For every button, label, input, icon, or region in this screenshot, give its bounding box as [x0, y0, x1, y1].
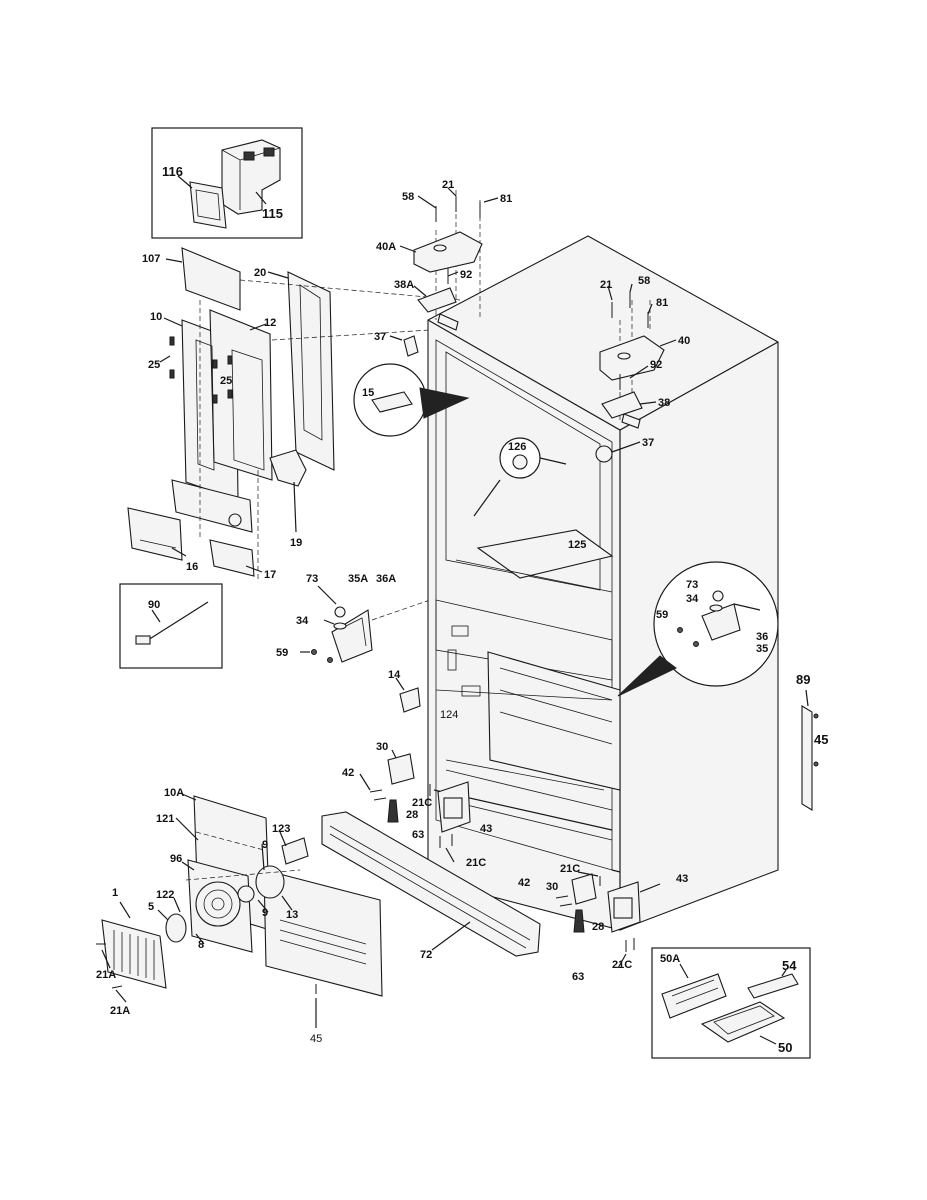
- label-126: 126: [508, 441, 526, 453]
- label-36A: 36A: [376, 573, 396, 585]
- label-125: 125: [568, 539, 586, 551]
- label-122: 122: [156, 889, 174, 901]
- zoom-circle-15: [353, 363, 470, 437]
- label-30-left: 30: [376, 741, 388, 753]
- lower-hinge-right: [555, 871, 661, 969]
- label-21A-top: 21A: [96, 969, 116, 981]
- label-124: 124: [440, 709, 458, 721]
- label-19: 19: [290, 537, 302, 549]
- label-20: 20: [254, 267, 266, 279]
- parts-14-89: [395, 677, 819, 811]
- label-21C-a: 21C: [412, 797, 432, 809]
- label-16: 16: [186, 561, 198, 573]
- label-9-bottom: 9: [262, 907, 268, 919]
- label-123: 123: [272, 823, 290, 835]
- refrigerator-cabinet: [427, 190, 779, 931]
- label-45-right: 45: [814, 732, 828, 747]
- label-21-right: 21: [600, 279, 612, 291]
- label-34-left: 34: [296, 615, 309, 627]
- label-59-left: 59: [276, 647, 288, 659]
- zoom-circle-hinge: [617, 561, 779, 697]
- label-50: 50: [778, 1040, 792, 1055]
- label-28-left: 28: [406, 809, 418, 821]
- label-59-right: 59: [656, 609, 668, 621]
- label-36: 36: [756, 631, 768, 643]
- label-43-right: 43: [676, 873, 688, 885]
- label-1: 1: [112, 887, 118, 899]
- label-15: 15: [362, 387, 374, 399]
- label-81-right: 81: [656, 297, 668, 309]
- label-35A: 35A: [348, 573, 368, 585]
- label-38A: 38A: [394, 279, 414, 291]
- label-38: 38: [658, 397, 670, 409]
- label-9-top: 9: [262, 839, 268, 851]
- label-96: 96: [170, 853, 182, 865]
- label-13: 13: [286, 909, 298, 921]
- label-42-left: 42: [342, 767, 354, 779]
- label-58-left: 58: [402, 191, 414, 203]
- label-121: 121: [156, 813, 174, 825]
- label-21C-b: 21C: [466, 857, 486, 869]
- label-12: 12: [264, 317, 276, 329]
- label-5: 5: [148, 901, 154, 913]
- lower-hinge-left: [359, 749, 471, 863]
- inset-box-ice-maker: [151, 127, 303, 239]
- inset-box-90: [119, 583, 223, 669]
- label-25-right: 25: [220, 375, 232, 387]
- fan-assembly: [96, 793, 383, 1028]
- label-72: 72: [420, 949, 432, 961]
- label-89: 89: [796, 672, 810, 687]
- label-10: 10: [150, 311, 162, 323]
- label-8: 8: [198, 939, 204, 951]
- label-21-left: 21: [442, 179, 454, 191]
- label-63-left: 63: [412, 829, 424, 841]
- label-10A: 10A: [164, 787, 184, 799]
- label-37-right: 37: [642, 437, 654, 449]
- label-92-left: 92: [460, 269, 472, 281]
- label-17: 17: [264, 569, 276, 581]
- label-54: 54: [782, 958, 797, 973]
- hinge-35A-36A: [300, 585, 431, 663]
- label-21C-c: 21C: [560, 863, 580, 875]
- label-25-left: 25: [148, 359, 160, 371]
- label-45-bottom: 45: [310, 1033, 322, 1045]
- label-30-right: 30: [546, 881, 558, 893]
- label-43-left: 43: [480, 823, 492, 835]
- label-73-left: 73: [306, 573, 318, 585]
- label-58-right: 58: [638, 275, 650, 287]
- label-37-left: 37: [374, 331, 386, 343]
- label-81-left: 81: [500, 193, 512, 205]
- fitting-126: [473, 437, 567, 517]
- liner-panel-assembly: [127, 247, 461, 580]
- label-90: 90: [148, 599, 160, 611]
- label-35: 35: [756, 643, 768, 655]
- label-34-right: 34: [686, 593, 699, 605]
- label-21A-bottom: 21A: [110, 1005, 130, 1017]
- label-21C-d: 21C: [612, 959, 632, 971]
- label-107: 107: [142, 253, 160, 265]
- label-14: 14: [388, 669, 401, 681]
- label-63-right: 63: [572, 971, 584, 983]
- top-hinge-parts: [389, 187, 677, 463]
- label-40: 40: [678, 335, 690, 347]
- label-40A: 40A: [376, 241, 396, 253]
- label-42-right: 42: [518, 877, 530, 889]
- label-50A: 50A: [660, 953, 680, 965]
- label-28-right: 28: [592, 921, 604, 933]
- part-labels: 116 115 107 20 10 12 25 25 19 16 17 90 5…: [96, 164, 828, 1055]
- label-73-right: 73: [686, 579, 698, 591]
- label-116: 116: [162, 164, 183, 179]
- label-115: 115: [262, 206, 283, 221]
- label-92-right: 92: [650, 359, 662, 371]
- base-grille-72: [321, 811, 541, 957]
- inset-box-crisper-parts: [651, 947, 811, 1059]
